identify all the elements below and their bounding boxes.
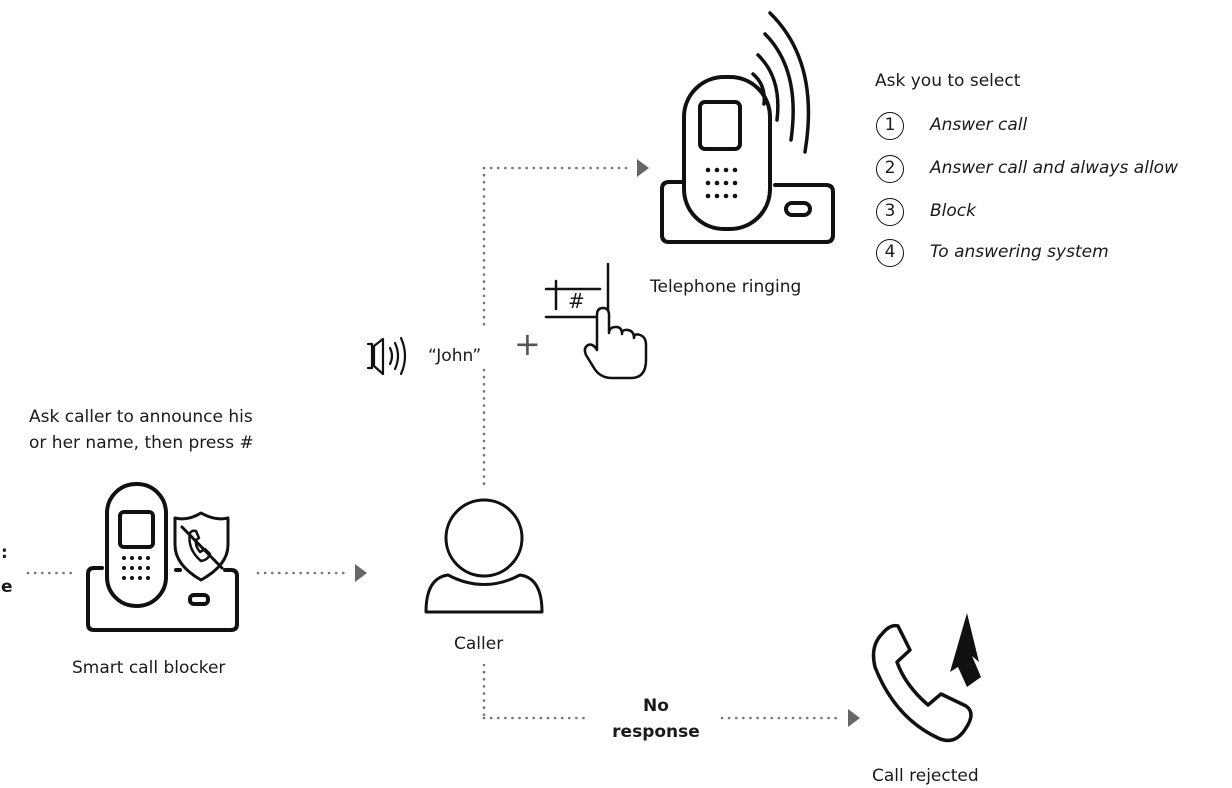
telephone-ringing-icon [660, 11, 835, 244]
arrowhead-to-rejected [848, 709, 860, 727]
select-title: Ask you to select [875, 71, 1021, 91]
no-response-line1: No [643, 696, 669, 716]
flow-connectors [26, 166, 844, 720]
left-edge-label-1: : [1, 543, 8, 563]
option-number-badge: 1 [876, 112, 904, 140]
handset-icon [871, 623, 973, 743]
blocker-keypad [122, 556, 150, 580]
arrowhead-to-phone [637, 159, 649, 177]
option-number-badge: 3 [876, 198, 904, 226]
telephone-label: Telephone ringing [650, 277, 802, 297]
smart-call-blocker-icon [86, 482, 239, 632]
plus-sign: + [514, 325, 541, 363]
blocker-instruction-line2: or her name, then press # [29, 433, 254, 453]
hash-key-label: # [568, 289, 585, 313]
call-rejected-label: Call rejected [872, 766, 979, 786]
arrowhead-to-caller [355, 564, 367, 582]
option-text: Answer call and always allow [930, 158, 1178, 178]
caller-label: Caller [454, 634, 504, 654]
option-number-badge: 4 [876, 239, 904, 267]
option-text: Answer call [930, 115, 1028, 135]
option-number-badge: 2 [876, 155, 904, 183]
blocker-instruction-line1: Ask caller to announce his [29, 407, 253, 427]
call-rejected-icon [871, 613, 981, 743]
hand-press-hash-icon [544, 262, 648, 380]
no-response-line2: response [612, 722, 700, 742]
phone-keypad [705, 167, 738, 199]
caller-person-icon [424, 498, 544, 614]
option-text: To answering system [930, 242, 1109, 262]
flow-arrowheads [355, 159, 860, 727]
blocker-label: Smart call blocker [72, 658, 226, 678]
left-edge-label-2: e [1, 577, 13, 597]
speaker-icon [366, 336, 407, 376]
reject-arrow-icon [950, 613, 981, 687]
option-text: Block [930, 201, 976, 221]
spoken-name-label: “John” [428, 346, 482, 366]
